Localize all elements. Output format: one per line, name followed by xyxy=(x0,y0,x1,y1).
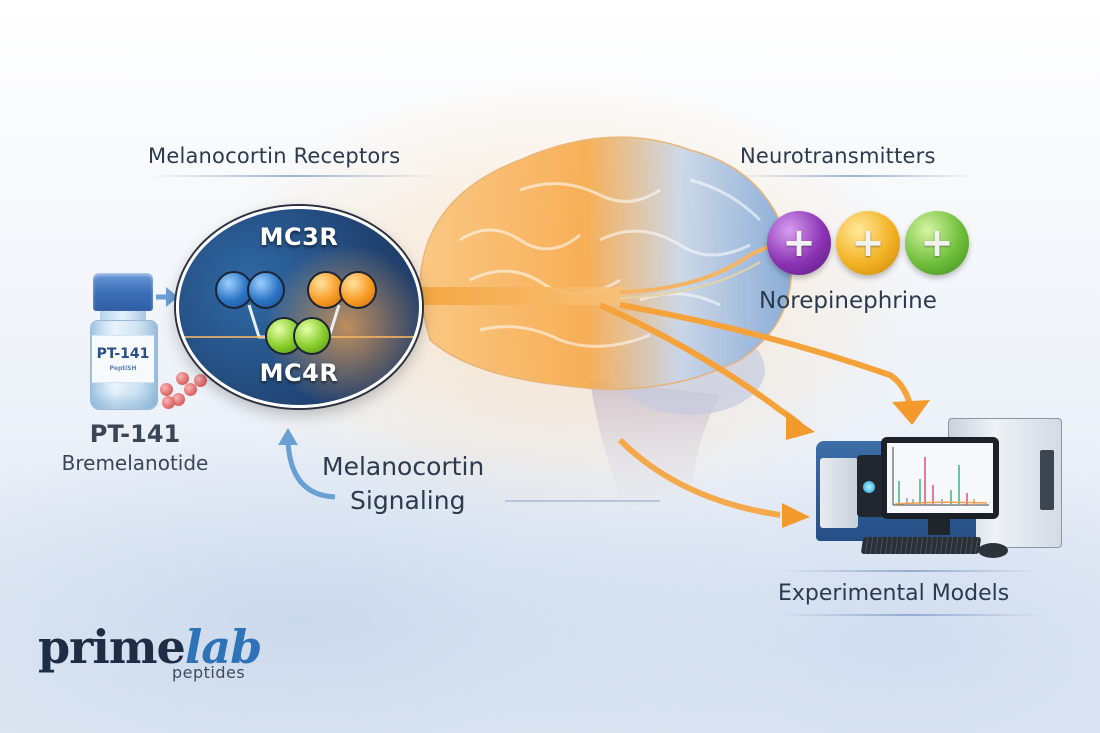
brain-folds xyxy=(459,178,762,348)
compound-code: PT-141 xyxy=(89,420,181,448)
brand-prime: prime xyxy=(38,620,186,674)
vial-arrow-head xyxy=(166,287,178,307)
monitor-stand xyxy=(928,519,950,535)
signaling-arrowhead xyxy=(278,428,298,445)
yellow-neurotransmitter-sphere: + xyxy=(836,211,900,275)
models-top-rule xyxy=(780,570,1040,572)
mc4r-label: MC4R xyxy=(259,359,339,387)
analyzer-led xyxy=(863,481,875,493)
monitor xyxy=(881,437,999,519)
norepinephrine-label: Norepinephrine xyxy=(759,288,937,314)
neurotransmitters-heading-underline xyxy=(735,175,975,177)
keyboard xyxy=(860,537,982,554)
brand-lab: lab xyxy=(184,620,262,674)
neurotransmitters-heading: Neurotransmitters xyxy=(740,144,936,168)
chromatogram-screen xyxy=(887,443,993,513)
plus-icon: + xyxy=(920,220,954,266)
purple-neurotransmitter-sphere: + xyxy=(767,211,831,275)
pathway-thin xyxy=(619,261,761,299)
signaling-arrow xyxy=(285,439,336,500)
experimental-models-label: Experimental Models xyxy=(778,581,1010,606)
signaling-line-2: Signaling xyxy=(350,486,466,515)
arrowhead-1 xyxy=(892,400,930,425)
arrowhead-3 xyxy=(782,503,810,528)
orange-receptor-sphere xyxy=(339,271,377,309)
signaling-line-1: Melanocortin xyxy=(322,452,485,481)
arrowhead-2 xyxy=(786,412,815,440)
vial-label: PT-141 PeptiSH xyxy=(92,335,154,383)
pathway-to-models-1 xyxy=(619,302,913,406)
vial-cap xyxy=(93,273,153,311)
vial-label-sub: PeptiSH xyxy=(109,365,137,372)
receptor-circle: MC3R MC4R xyxy=(176,206,422,408)
models-bottom-rule xyxy=(780,614,1040,616)
mouse xyxy=(978,543,1008,558)
analyzer-panel xyxy=(820,458,858,528)
receptors-heading-underline xyxy=(148,175,438,177)
compound-name: Bremelanotide xyxy=(61,451,209,475)
lab-tower-window xyxy=(1040,450,1054,510)
orange-receptor-sphere xyxy=(307,271,345,309)
plus-icon: + xyxy=(851,220,885,266)
brand-sub: peptides xyxy=(172,663,246,682)
signal-beam xyxy=(416,287,626,305)
plus-icon: + xyxy=(782,220,816,266)
green-receptor-sphere xyxy=(293,317,331,355)
green-neurotransmitter-sphere: + xyxy=(905,211,969,275)
blue-receptor-sphere xyxy=(247,271,285,309)
mc3r-label: MC3R xyxy=(259,223,339,251)
vial-neck xyxy=(100,311,146,321)
chromatogram-chart xyxy=(892,447,989,506)
brand-logo: primelab xyxy=(38,620,262,674)
receptors-heading: Melanocortin Receptors xyxy=(148,144,401,168)
vial-label-title: PT-141 xyxy=(96,346,150,362)
pathway-to-models-3 xyxy=(617,437,781,518)
